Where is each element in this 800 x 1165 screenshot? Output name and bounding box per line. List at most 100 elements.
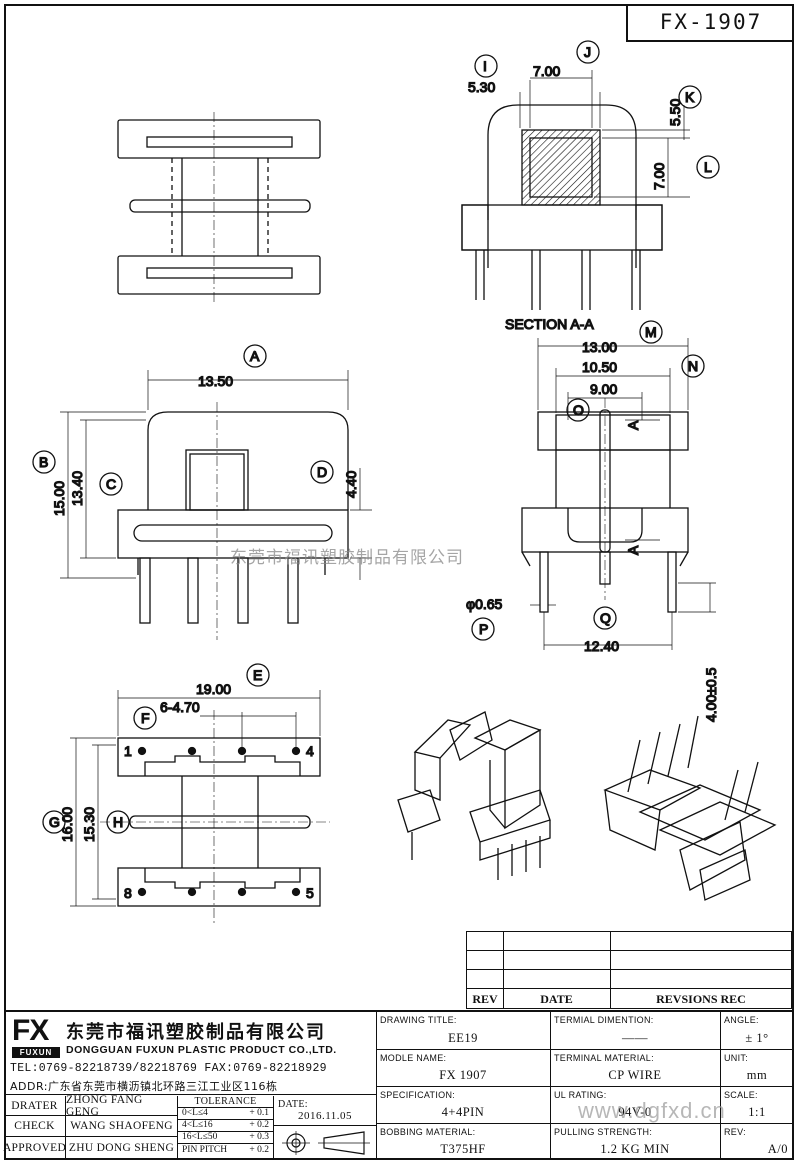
dim-pin-length: 4.00±0.5 (703, 667, 719, 722)
section-label: SECTION A-A (505, 316, 594, 332)
bubble-n: N (688, 358, 698, 374)
pin-label-8: 8 (124, 885, 132, 901)
check-name: WANG SHAOFENG (70, 1120, 173, 1132)
bubble-l: L (704, 159, 712, 175)
front-view (60, 370, 372, 640)
scale-label: SCALE: (724, 1090, 758, 1100)
pull-label: PULLING STRENGTH: (554, 1127, 653, 1137)
model-label: MODLE NAME: (380, 1053, 447, 1063)
pin-label-4: 4 (306, 743, 314, 759)
dim-bottom-f: 6-4.70 (160, 699, 200, 715)
terminal-dim-value: —— (622, 1031, 648, 1045)
ul-label: UL RATING: (554, 1090, 607, 1100)
tolerance-row: 4<L≤16+ 0.2 (178, 1120, 274, 1132)
date-value: 2016.11.05 (297, 1110, 353, 1122)
revision-table: REV DATE REVSIONS REC (466, 931, 792, 1009)
drawing-title-value: EE19 (448, 1031, 478, 1045)
terminal-mat-label: TERMINAL MATERIAL: (554, 1053, 654, 1063)
ul-value: 94V-0 (618, 1105, 652, 1119)
revision-header-records: REVSIONS REC (656, 992, 746, 1006)
revision-row (467, 970, 791, 989)
dim-bottom-g: 16.00 (59, 807, 75, 842)
pin-label-1: 1 (124, 743, 132, 759)
revision-row (467, 932, 791, 951)
pin-label-5: 5 (306, 885, 314, 901)
drater-label: DRATER (11, 1099, 58, 1112)
approved-name: ZHU DONG SHENG (68, 1142, 175, 1154)
scale-value: 1:1 (748, 1105, 766, 1119)
pull-value: 1.2 KG MIN (600, 1142, 670, 1156)
dim-bottom-e: 19.00 (196, 681, 231, 697)
company-address: ADDR:广东省东莞市横沥镇北环路三江工业区116栋 (10, 1080, 278, 1093)
revision-header-rev: REV (472, 992, 498, 1006)
bubble-h: H (113, 814, 123, 830)
bottom-view (70, 690, 330, 925)
dim-front-d: 4.40 (343, 471, 359, 498)
bubble-m: M (645, 324, 657, 340)
angle-label: ANGLE: (724, 1015, 759, 1025)
bubble-b: B (39, 454, 48, 470)
title-block (4, 1010, 794, 1160)
spec-value: 4+4PIN (441, 1105, 485, 1119)
section-a-a-view (461, 70, 690, 310)
bubble-f: F (141, 710, 150, 726)
company-contact: TEL:0769-82218739/82218769 FAX:0769-8221… (10, 1062, 327, 1075)
bubble-p: P (479, 621, 488, 637)
dim-top-k: 5.50 (667, 99, 683, 126)
drawing-title-label: DRAWING TITLE: (380, 1015, 457, 1025)
terminal-mat-value: CP WIRE (608, 1068, 662, 1082)
bubble-q: Q (600, 610, 611, 626)
dim-top-j: 7.00 (533, 63, 560, 79)
tolerance-title: TOLERANCE (194, 1096, 257, 1107)
bubble-o: O (573, 402, 584, 418)
check-label: CHECK (14, 1120, 55, 1132)
tolerance-row: 0<L≤4+ 0.1 (178, 1108, 274, 1120)
bubble-e: E (253, 667, 262, 683)
section-marker-bottom: A (625, 545, 641, 555)
dim-side-o: 9.00 (590, 381, 617, 397)
isometric-view-front (397, 711, 551, 880)
unit-value: mm (746, 1068, 768, 1082)
unit-label: UNIT: (724, 1053, 748, 1063)
bubble-d: D (317, 464, 327, 480)
side-view-top-left (117, 112, 321, 302)
projection-symbol (282, 1131, 370, 1155)
model-value: FX 1907 (439, 1068, 487, 1082)
bubble-k: K (685, 89, 695, 105)
bobbin-label: BOBBING MATERIAL: (380, 1127, 476, 1137)
dim-front-b: 15.00 (51, 481, 67, 516)
watermark-company: 东莞市福讯塑胶制品有限公司 (230, 548, 464, 568)
dim-top-l: 7.00 (651, 163, 667, 190)
rev-label: REV: (724, 1127, 746, 1137)
company-name-en: DONGGUAN FUXUN PLASTIC PRODUCT CO.,LTD. (66, 1044, 337, 1056)
angle-value: ± 1° (745, 1031, 769, 1045)
dimension-bubbles (32, 40, 720, 834)
side-view-right (521, 338, 716, 650)
signature-block (4, 1094, 376, 1160)
watermark-url: www.dgfxd.cn (578, 1098, 726, 1123)
dim-pin-p: φ0.65 (466, 596, 503, 612)
drater-name: ZHONG FANG GENG (66, 1093, 143, 1118)
company-info: FX FUXUN 东莞市福讯塑胶制品有限公司 DONGGUAN FUXUN PL… (4, 1012, 376, 1094)
bubble-i: I (483, 58, 487, 74)
bubble-j: J (584, 44, 591, 60)
tolerance-row: 16<L≤50+ 0.3 (178, 1132, 274, 1144)
revision-header-date: DATE (540, 992, 573, 1006)
dim-front-a: 13.50 (198, 373, 233, 389)
tolerance-row: PIN PITCH+ 0.2 (178, 1144, 274, 1159)
section-marker-top: A (625, 420, 641, 430)
bubble-g: G (49, 814, 60, 830)
revision-row (467, 951, 791, 970)
company-logo: FX FUXUN (12, 1016, 60, 1062)
part-number: FX-1907 (626, 4, 794, 42)
bubble-c: C (106, 476, 116, 492)
approved-label: APPROVED (2, 1142, 67, 1154)
dim-side-m: 13.00 (582, 339, 617, 355)
bubble-a: A (250, 348, 260, 364)
drawing-sheet (4, 4, 794, 1160)
dim-front-c: 13.40 (69, 471, 85, 506)
spec-label: SPECIFICATION: (380, 1090, 456, 1100)
date-label: DATE: (278, 1099, 308, 1110)
dim-pin-q: 12.40 (584, 638, 619, 654)
